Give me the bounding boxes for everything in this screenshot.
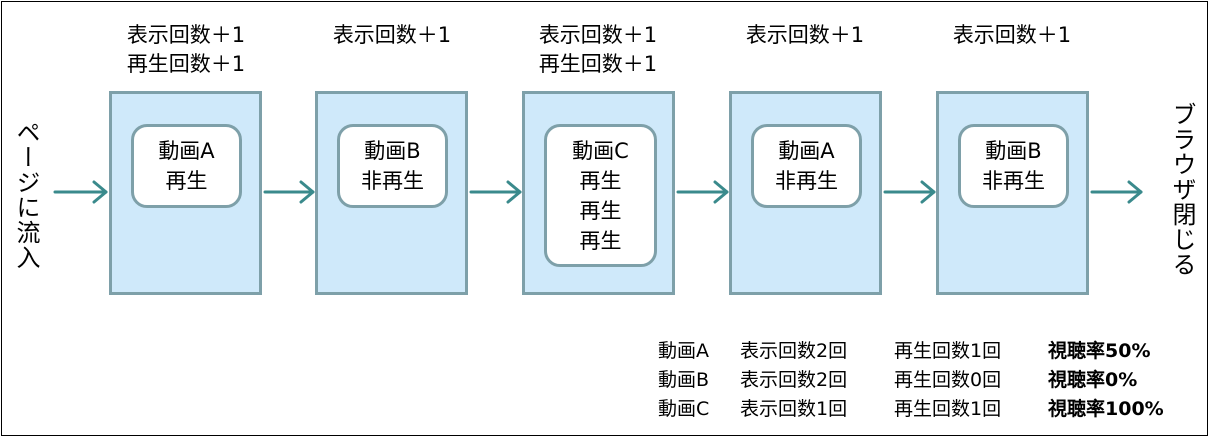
step-5-video-name: 動画B [985, 139, 1042, 163]
step-5-video-card: 動画B 非再生 [958, 124, 1069, 208]
summary-impressions: 表示回数2回 [740, 369, 848, 391]
summary-rate: 視聴率0% [1048, 369, 1138, 391]
step-3-video-name: 動画C [572, 138, 629, 163]
step-2-header-line-1: 表示回数＋1 [332, 23, 452, 47]
step-4-header: 表示回数＋1 [705, 21, 905, 50]
step-1-box: 動画A 再生 [109, 91, 262, 295]
step-1-header: 表示回数＋1 再生回数＋1 [86, 21, 286, 79]
step-2-state-1: 非再生 [361, 169, 424, 193]
step-3-state-1: 再生 [579, 168, 622, 193]
step-4-video-name: 動画A [778, 139, 835, 163]
step-3-header-line-2: 再生回数＋1 [538, 52, 658, 76]
step-1-video-name: 動画A [158, 139, 215, 163]
step-4-video-card: 動画A 非再生 [751, 124, 862, 208]
step-2-video-name: 動画B [364, 139, 421, 163]
step-2-header: 表示回数＋1 [292, 21, 492, 50]
summary-plays: 再生回数1回 [894, 398, 1002, 420]
entry-label: ページに流入 [12, 120, 40, 270]
step-5-box: 動画B 非再生 [936, 91, 1089, 295]
step-1-header-line-2: 再生回数＋1 [126, 52, 246, 76]
summary-video: 動画B [658, 369, 710, 391]
step-4-box: 動画A 非再生 [729, 91, 882, 295]
step-5-header-line-1: 表示回数＋1 [952, 23, 1072, 47]
arrow-1-2 [263, 180, 315, 204]
step-3-box: 動画C 再生 再生 再生 [522, 91, 675, 295]
step-1-state-1: 再生 [165, 169, 208, 193]
arrow-3-4 [676, 180, 729, 204]
step-1-header-line-1: 表示回数＋1 [126, 23, 246, 47]
summary-rate: 視聴率100% [1048, 398, 1164, 420]
summary-video: 動画A [658, 340, 709, 362]
step-1-video-card: 動画A 再生 [131, 124, 242, 208]
summary-plays: 再生回数1回 [894, 340, 1002, 362]
summary-rate: 視聴率50% [1048, 340, 1151, 362]
summary-impressions: 表示回数1回 [740, 398, 848, 420]
summary-impressions: 表示回数2回 [740, 340, 848, 362]
summary-plays: 再生回数0回 [894, 369, 1002, 391]
step-3-state-2: 再生 [579, 198, 622, 223]
arrow-entry [53, 180, 108, 204]
step-2-video-card: 動画B 非再生 [337, 124, 448, 208]
step-3-header: 表示回数＋1 再生回数＋1 [498, 21, 698, 79]
step-4-header-line-1: 表示回数＋1 [745, 23, 865, 47]
step-5-header: 表示回数＋1 [912, 21, 1112, 50]
summary-video: 動画C [658, 398, 710, 420]
step-4-state-1: 非再生 [775, 169, 838, 193]
exit-label: ブラウザ閉じる [1168, 102, 1196, 277]
step-3-header-line-1: 表示回数＋1 [538, 23, 658, 47]
step-3-video-card: 動画C 再生 再生 再生 [544, 124, 657, 267]
step-3-state-3: 再生 [579, 228, 622, 253]
arrow-2-3 [469, 180, 522, 204]
step-5-state-1: 非再生 [982, 169, 1045, 193]
arrow-4-5 [883, 180, 936, 204]
arrow-exit [1090, 180, 1143, 204]
step-2-box: 動画B 非再生 [315, 91, 468, 295]
